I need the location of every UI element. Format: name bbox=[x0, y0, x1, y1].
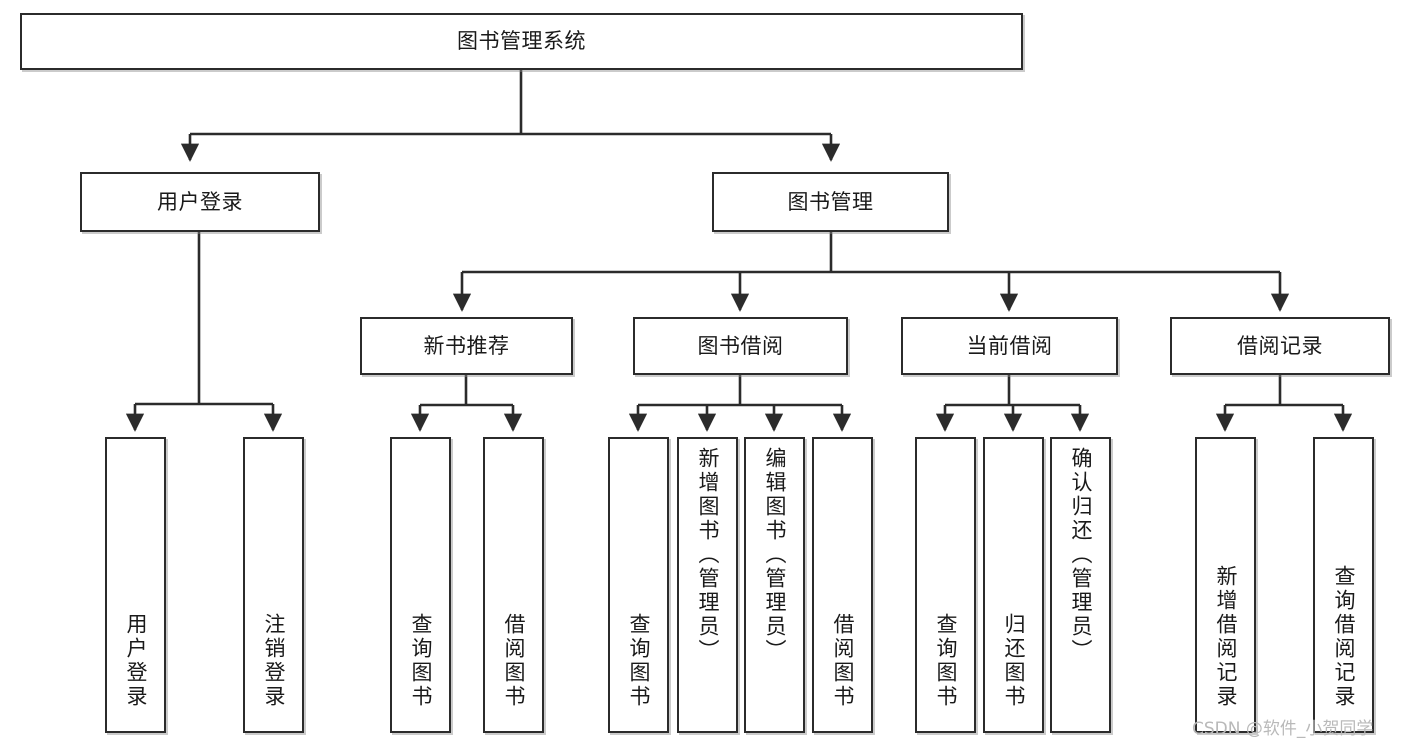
node-label: 用户登录 bbox=[157, 189, 243, 214]
leaf-borrow-record-add[interactable]: 新增借阅记录 bbox=[1195, 437, 1256, 733]
leaf-user-login-logout[interactable]: 注销登录 bbox=[243, 437, 304, 733]
leaf-book-borrow-add[interactable]: 新增图书（管理员） bbox=[677, 437, 738, 733]
node-label: 查询图书 bbox=[627, 613, 651, 709]
node-label: 借阅图书 bbox=[831, 613, 855, 709]
node-label: 注销登录 bbox=[262, 613, 286, 709]
leaf-current-borrow-return[interactable]: 归还图书 bbox=[983, 437, 1044, 733]
node-label: 查询借阅记录 bbox=[1332, 565, 1356, 709]
node-label: 归还图书 bbox=[1002, 613, 1026, 709]
leaf-borrow-record-query[interactable]: 查询借阅记录 bbox=[1313, 437, 1374, 733]
node-label: 新增借阅记录 bbox=[1214, 565, 1238, 709]
node-label: 确认归还（管理员） bbox=[1069, 447, 1093, 663]
leaf-current-borrow-confirm-return[interactable]: 确认归还（管理员） bbox=[1050, 437, 1111, 733]
node-book-management[interactable]: 图书管理 bbox=[712, 172, 949, 232]
node-label: 查询图书 bbox=[409, 613, 433, 709]
node-label: 图书管理 bbox=[787, 189, 874, 214]
node-label: 借阅记录 bbox=[1237, 333, 1323, 358]
leaf-new-book-borrow[interactable]: 借阅图书 bbox=[483, 437, 544, 733]
csdn-watermark: CSDN @软件_小贺同学 bbox=[1192, 719, 1374, 739]
node-label: 新增图书（管理员） bbox=[696, 447, 720, 663]
node-label: 借阅图书 bbox=[502, 613, 526, 709]
node-label: 当前借阅 bbox=[966, 333, 1053, 358]
node-label: 查询图书 bbox=[934, 613, 958, 709]
node-label: 用户登录 bbox=[124, 613, 148, 709]
node-label: 编辑图书（管理员） bbox=[763, 447, 787, 663]
leaf-book-borrow-query[interactable]: 查询图书 bbox=[608, 437, 669, 733]
leaf-book-borrow-borrow[interactable]: 借阅图书 bbox=[812, 437, 873, 733]
node-label: 图书借阅 bbox=[697, 333, 784, 358]
leaf-new-book-query[interactable]: 查询图书 bbox=[390, 437, 451, 733]
node-book-borrow[interactable]: 图书借阅 bbox=[633, 317, 848, 375]
leaf-user-login-login[interactable]: 用户登录 bbox=[105, 437, 166, 733]
node-label: 新书推荐 bbox=[423, 333, 510, 358]
node-root-library-system[interactable]: 图书管理系统 bbox=[20, 13, 1023, 70]
node-new-book-recommend[interactable]: 新书推荐 bbox=[360, 317, 573, 375]
leaf-current-borrow-query[interactable]: 查询图书 bbox=[915, 437, 976, 733]
node-label: 图书管理系统 bbox=[457, 29, 586, 54]
node-borrow-record[interactable]: 借阅记录 bbox=[1170, 317, 1390, 375]
node-current-borrow[interactable]: 当前借阅 bbox=[901, 317, 1118, 375]
node-user-login[interactable]: 用户登录 bbox=[80, 172, 320, 232]
leaf-book-borrow-edit[interactable]: 编辑图书（管理员） bbox=[744, 437, 805, 733]
